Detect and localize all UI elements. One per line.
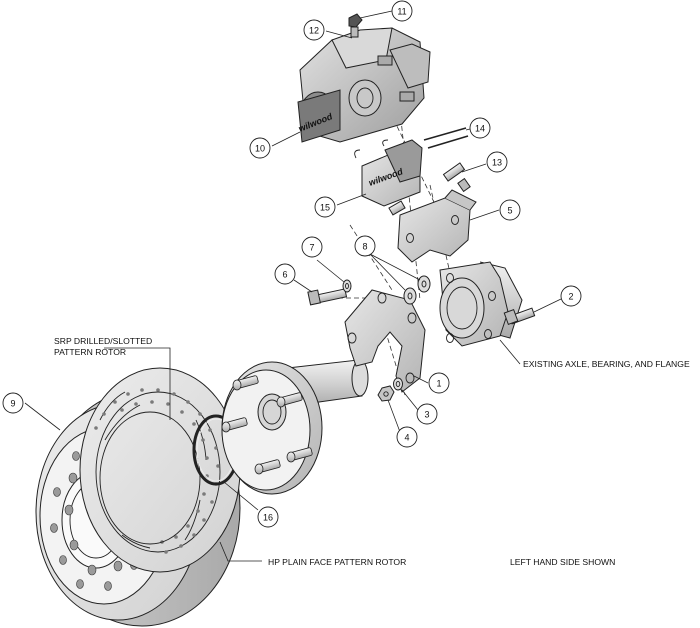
callout-14-text: 14 [475, 124, 485, 134]
callout-7: 7 [301, 236, 323, 258]
bracket-bolt-13 [442, 162, 471, 193]
brake-caliper: wilwood [297, 27, 431, 143]
callout-6: 6 [274, 263, 296, 285]
washer-7 [342, 279, 352, 293]
callout-5-text: 5 [507, 206, 512, 216]
bolt-6 [307, 288, 348, 306]
existing-axle-bearing [439, 261, 523, 347]
callout-14: 14 [469, 117, 491, 139]
wheel-studs [221, 375, 313, 475]
callout-1: 1 [428, 372, 450, 394]
callout-6-text: 6 [282, 270, 287, 280]
callout-4-text: 4 [404, 433, 409, 443]
axle-flange-hub [221, 359, 369, 495]
axle-bolt-2 [503, 307, 536, 325]
washers-8 [403, 275, 431, 305]
callout-13-text: 13 [492, 158, 502, 168]
leader-lines [24, 10, 562, 562]
callout-12-text: 12 [309, 26, 319, 36]
callout-4: 4 [396, 426, 418, 448]
callout-3-text: 3 [424, 410, 429, 420]
callout-16: 16 [257, 506, 279, 528]
callout-9: 9 [2, 392, 24, 414]
callout-7-text: 7 [309, 243, 314, 253]
washer-3 [393, 377, 403, 391]
callout-15-text: 15 [320, 203, 330, 213]
rotor-drill-holes [94, 388, 220, 554]
bracket-plate [344, 289, 426, 393]
left-hand-side-label: LEFT HAND SIDE SHOWN [510, 557, 615, 567]
callout-11: 11 [391, 0, 413, 22]
callout-13: 13 [486, 151, 508, 173]
brake-pads: wilwood [354, 139, 423, 207]
caliper-mounting-bracket [388, 189, 477, 263]
nut-4 [377, 385, 395, 402]
bleed-screw [348, 13, 363, 38]
srp-rotor-label-line2: PATTERN ROTOR [54, 347, 126, 357]
callout-2-text: 2 [568, 292, 573, 302]
srp-drilled-slotted-rotor [79, 367, 241, 573]
callout-8: 8 [354, 235, 376, 257]
callout-15: 15 [314, 196, 336, 218]
callout-3: 3 [416, 403, 438, 425]
callout-9-text: 9 [10, 399, 15, 409]
callout-5: 5 [499, 199, 521, 221]
callout-1-text: 1 [436, 379, 441, 389]
callout-11-text: 11 [397, 7, 406, 17]
hp-rotor-label: HP PLAIN FACE PATTERN ROTOR [268, 557, 406, 567]
callout-16-text: 16 [263, 513, 273, 523]
callout-10: 10 [249, 137, 271, 159]
pad-retainer-pins [423, 127, 469, 149]
existing-axle-label: EXISTING AXLE, BEARING, AND FLANGE [523, 359, 690, 369]
callout-10-text: 10 [255, 144, 265, 154]
callout-8-text: 8 [362, 242, 367, 252]
callout-2: 2 [560, 285, 582, 307]
srp-rotor-label-line1: SRP DRILLED/SLOTTED [54, 336, 152, 346]
callout-12: 12 [303, 19, 325, 41]
